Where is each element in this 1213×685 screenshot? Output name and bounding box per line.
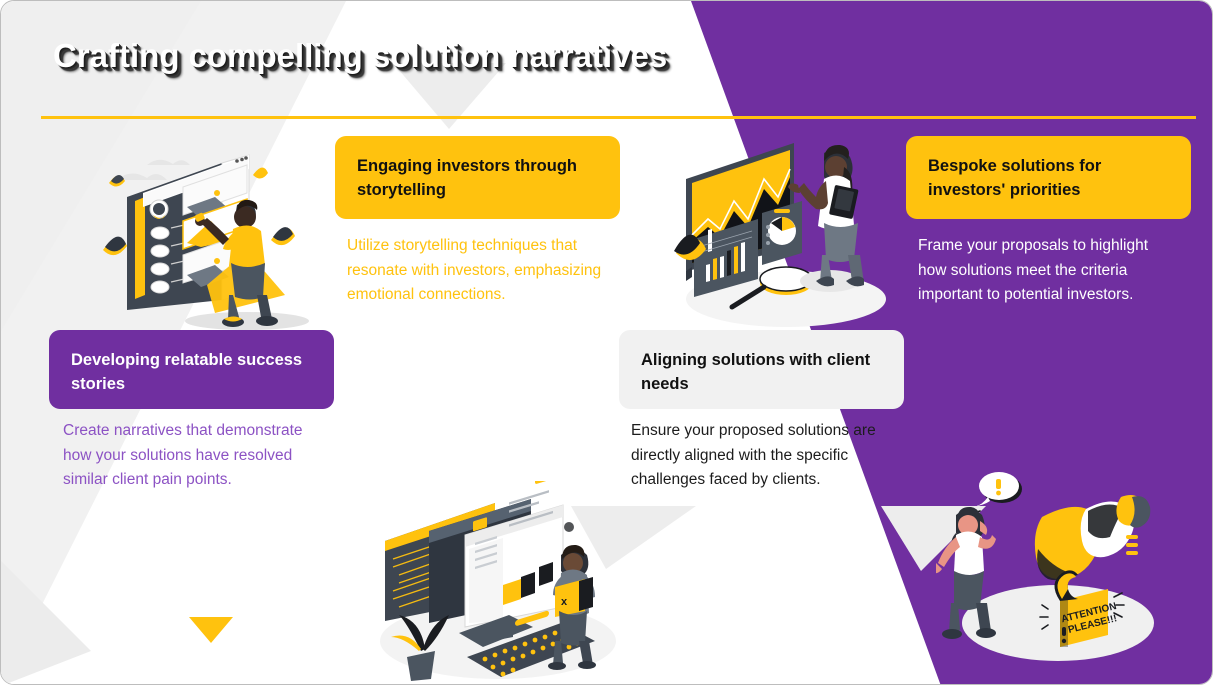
card-title: Aligning solutions with client needs (641, 351, 871, 393)
card-bespoke-solutions-for-investors-priorities[interactable]: Bespoke solutions for investors' priorit… (906, 136, 1191, 219)
presentation-illustration (646, 131, 906, 331)
down-triangle-marker (189, 617, 233, 643)
left-grey-wedge-inner (1, 1, 201, 331)
grey-wedge-bottom-left (1, 561, 91, 684)
card-engaging-investors-through-storytelling[interactable]: Engaging investors through storytelling (335, 136, 620, 219)
card-developing-relatable-success-stories[interactable]: Developing relatable success stories (49, 330, 334, 409)
developer-illustration: x (363, 443, 625, 684)
svg-text:x: x (561, 596, 568, 608)
grey-wedge-top (393, 63, 506, 129)
card-body-engaging-investors-through-storytelling: Utilize storytelling techniques that res… (347, 237, 602, 304)
card-body-developing-relatable-success-stories: Create narratives that demonstrate how y… (63, 422, 303, 489)
card-title: Bespoke solutions for investors' priorit… (928, 157, 1102, 199)
card-title: Developing relatable success stories (71, 351, 303, 393)
card-aligning-solutions-with-client-needs[interactable]: Aligning solutions with client needs (619, 330, 904, 409)
web-content-illustration (87, 135, 377, 335)
title-underline-rule (41, 116, 1196, 119)
grey-wedge-middle (571, 506, 696, 569)
card-title: Engaging investors through storytelling (357, 157, 578, 199)
card-body-bespoke-solutions-for-investors-priorities: Frame your proposals to highlight how so… (918, 237, 1149, 304)
megaphone-illustration: ATTENTION PLEASE!!! (929, 471, 1166, 671)
card-body-aligning-solutions-with-client-needs: Ensure your proposed solutions are direc… (631, 422, 876, 489)
page-title: Crafting compelling solution narratives (53, 37, 668, 74)
